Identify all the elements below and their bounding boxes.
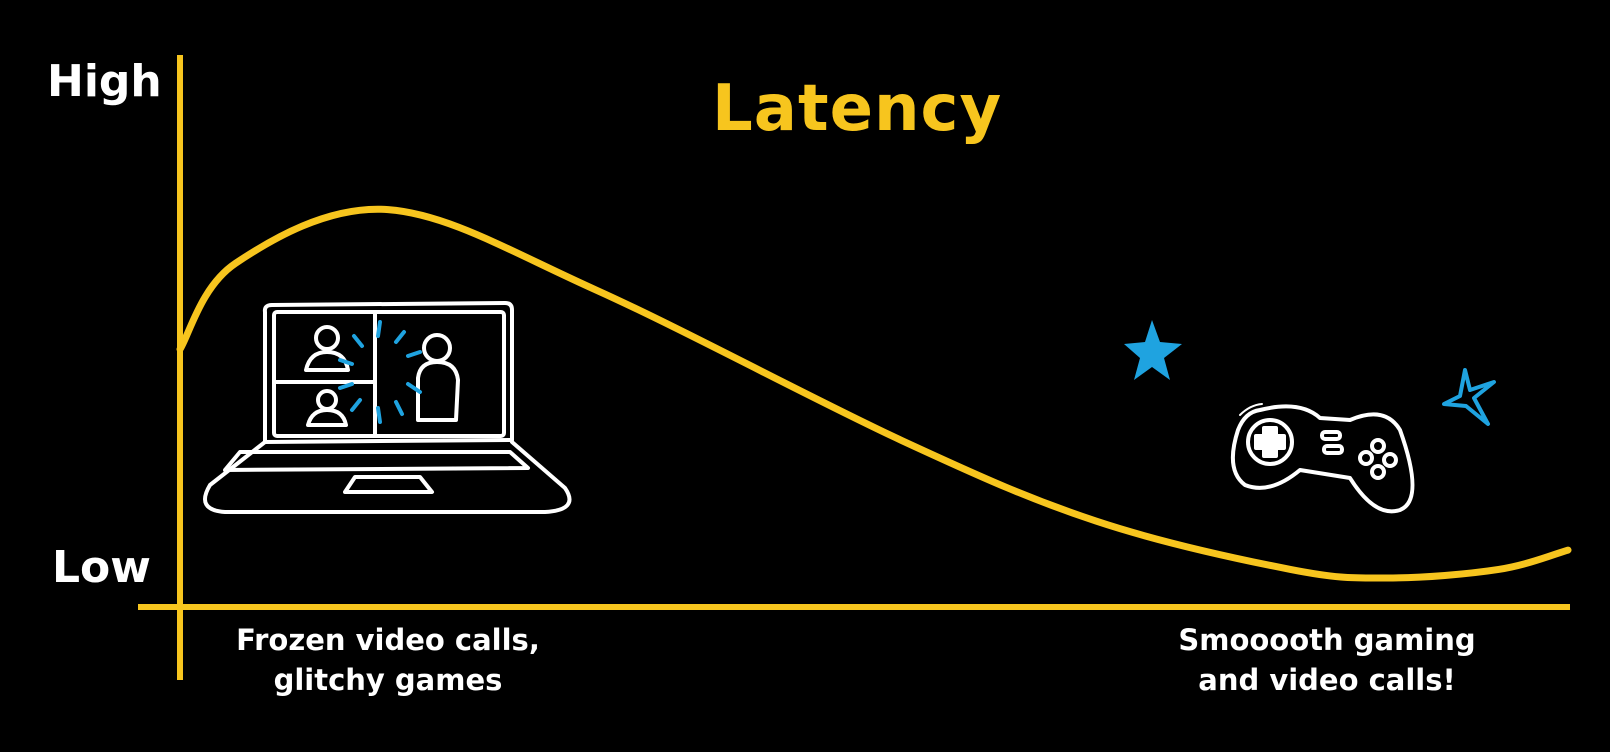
gamepad-icon [1230,403,1415,514]
star-icon [1442,368,1496,426]
y-tick-low: Low [52,542,151,593]
y-tick-high: High [47,56,162,107]
star-icon [1124,320,1182,380]
laptop-video-call-icon [203,301,572,514]
chart-title: Latency [712,72,1003,146]
latency-curve [176,205,1572,582]
right-annotation: Smooooth gaming and video calls! [1117,620,1537,700]
right-annotation-line2: and video calls! [1198,663,1456,697]
left-annotation-line1: Frozen video calls, [236,623,540,657]
right-annotation-line1: Smooooth gaming [1178,623,1476,657]
loading-spinner-icon [338,320,422,424]
left-annotation: Frozen video calls, glitchy games [178,620,598,700]
left-annotation-line2: glitchy games [273,663,503,697]
